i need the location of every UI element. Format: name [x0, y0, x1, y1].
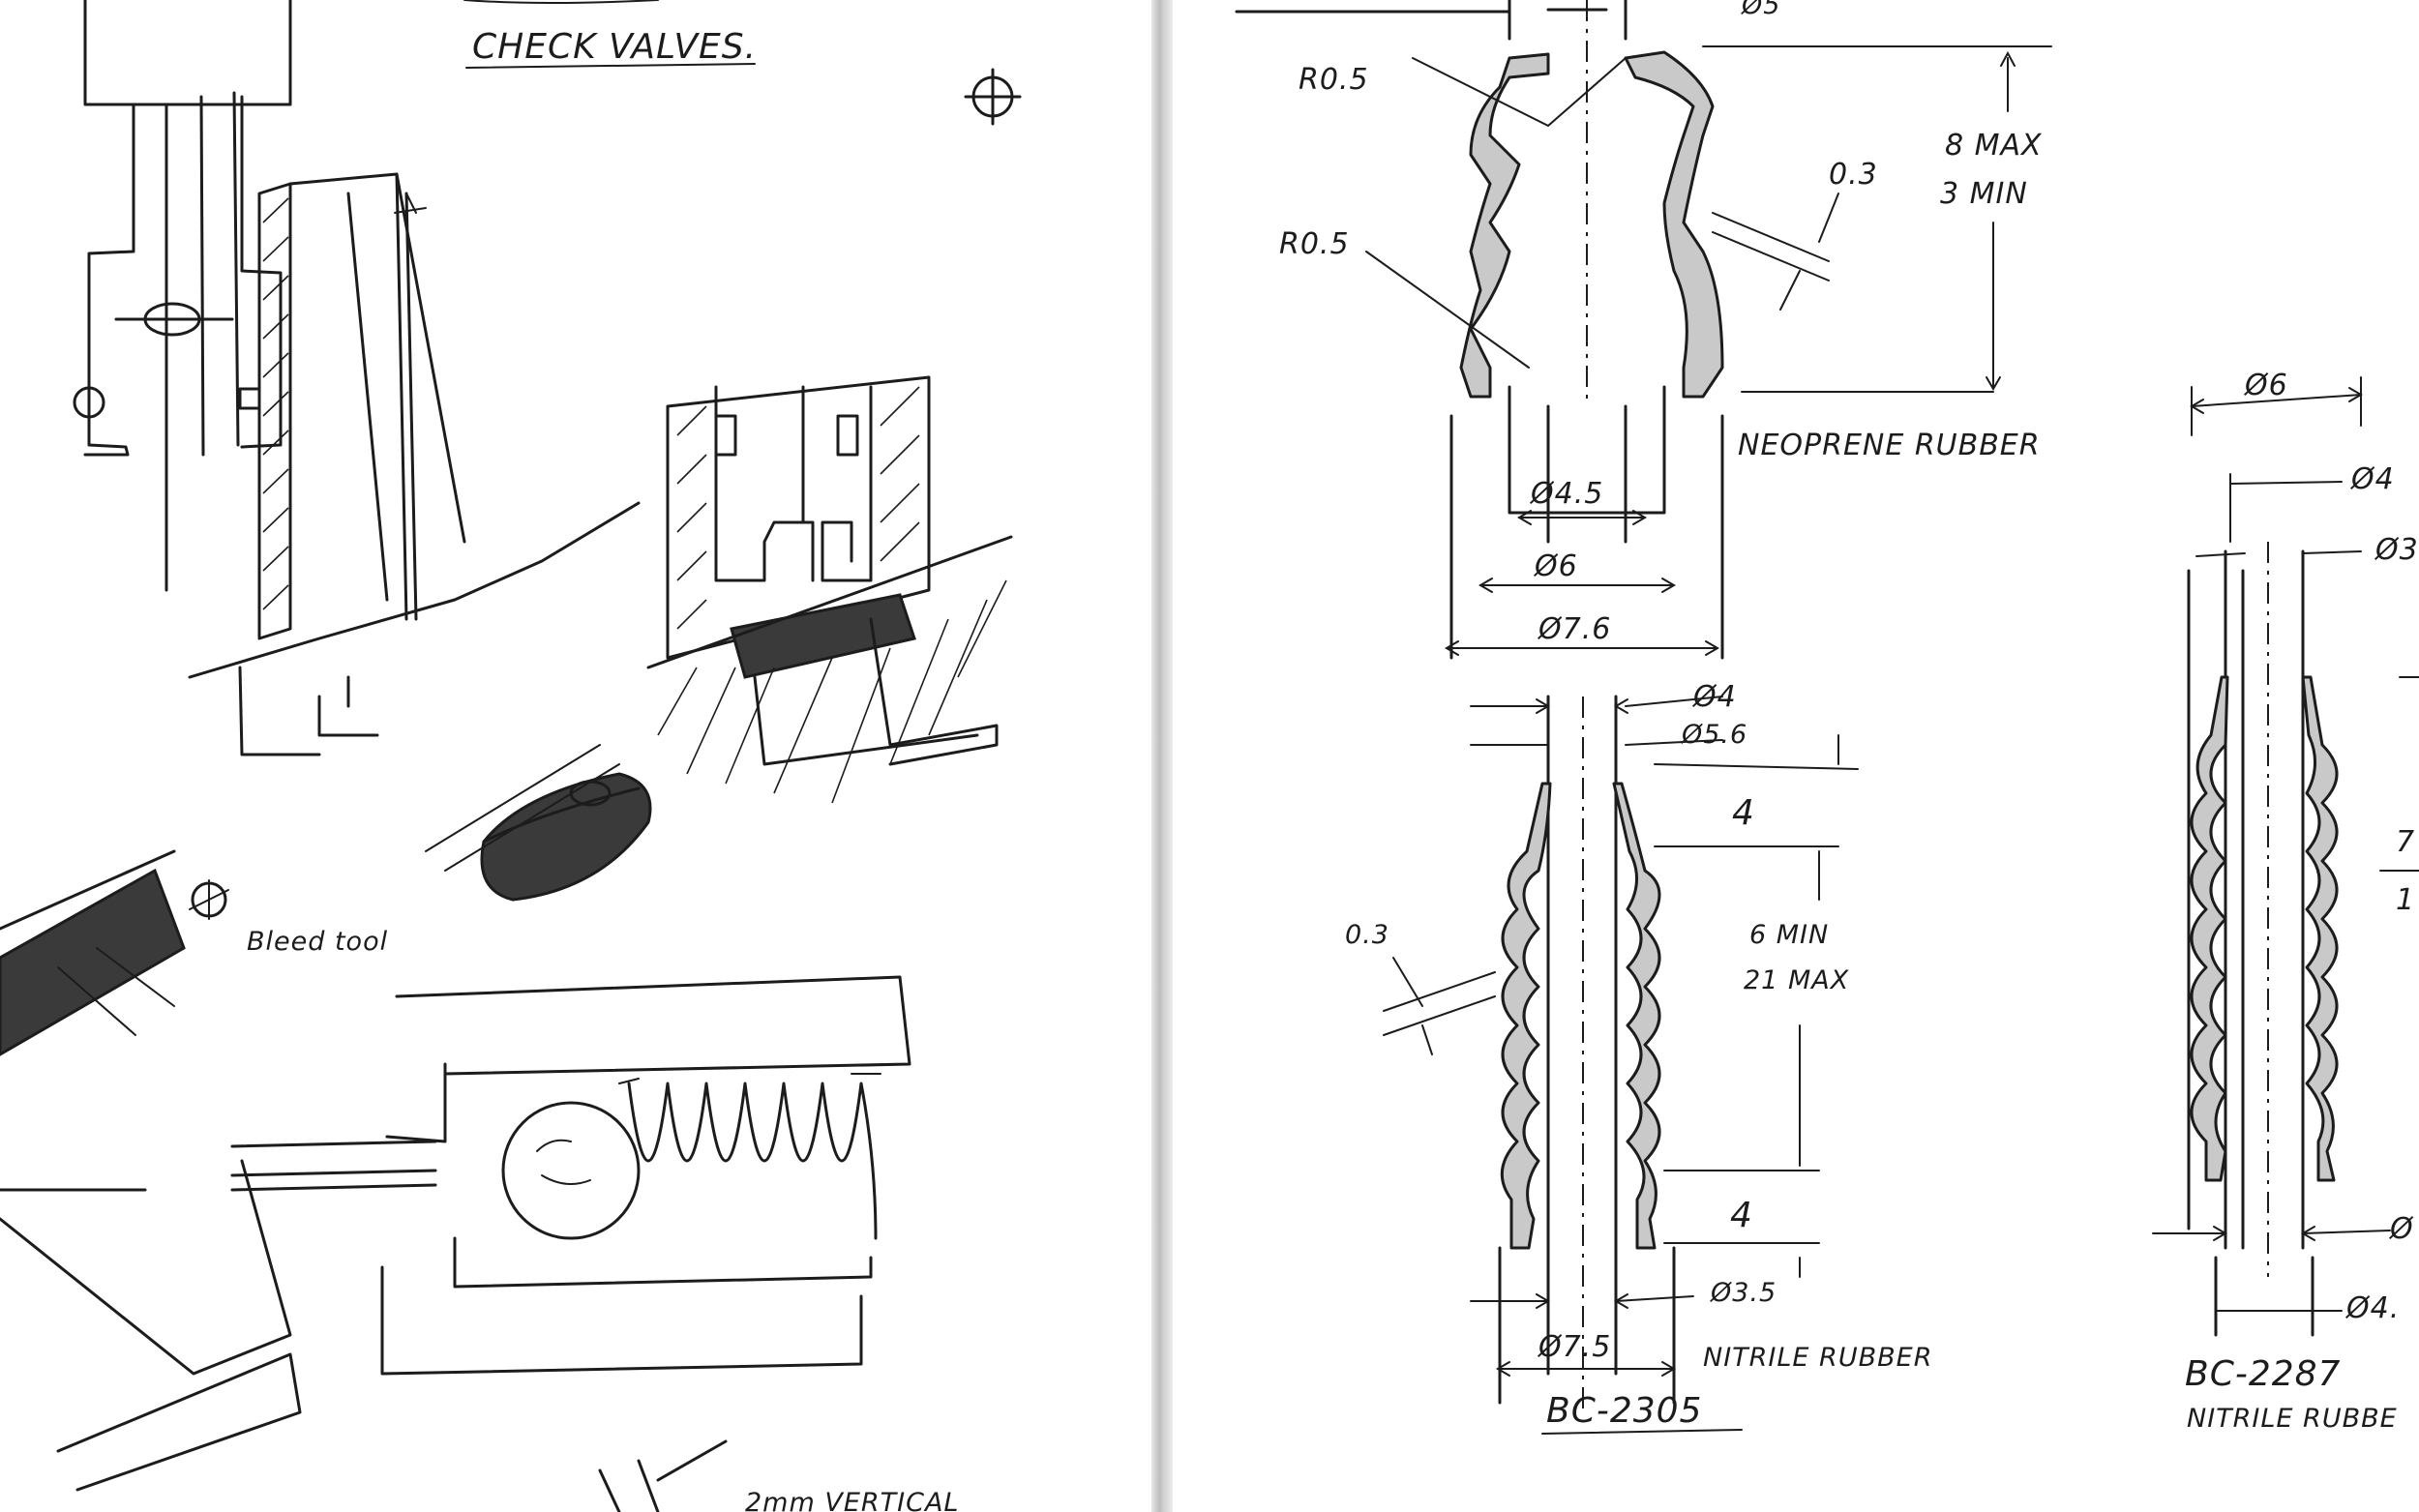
label-bc2305-wall: 0.3 — [1345, 920, 1389, 950]
label-height-min: 3 MIN — [1940, 177, 2028, 211]
valve-body-sketch — [73, 0, 292, 592]
heading-underline — [465, 63, 756, 69]
label-bc2305-material: NITRILE RUBBER — [1703, 1343, 1932, 1373]
label-dia-mid: Ø6 — [1533, 549, 1578, 583]
label-dia-inner: Ø4.5 — [1529, 477, 1603, 511]
label-bc2287-dia-d: Ø4. — [2344, 1291, 2400, 1325]
valve-puck-sketch — [425, 744, 652, 902]
tapered-boss-sketch — [188, 172, 641, 756]
label-bc2287-dia-outer: Ø6 — [2243, 369, 2288, 402]
label-bc2287-dia-c: Ø — [2388, 1212, 2414, 1246]
label-bc2287-dia-b: Ø3 — [2374, 533, 2419, 567]
label-bc2305-part-no: BC-2305 — [1546, 1391, 1702, 1431]
right-page-drawings: Ø5 R0.5 R0.5 0.3 8 MAX 3 — [1235, 0, 2419, 1435]
label-bc2287-material: NITRILE RUBBE — [2187, 1404, 2398, 1434]
valve-housing-section — [646, 375, 1013, 804]
label-radius-1: R0.5 — [1299, 63, 1369, 97]
label-bc2305-bottom-len: 4 — [1730, 1196, 1753, 1235]
bleed-tool-sketch: Bleed tool — [0, 849, 388, 1056]
bc2305-bellows-part: Ø4 Ø5.6 4 6 MIN 21 MAX 4 0.3 Ø3.5 — [1345, 680, 1932, 1435]
part-no-underline — [1541, 1429, 1743, 1435]
label-bc2287-part-no: BC-2287 — [2185, 1354, 2341, 1394]
label-bc2305-len-min: 6 MIN — [1749, 920, 1829, 950]
label-bc2305-len-max: 21 MAX — [1744, 965, 1849, 995]
heading-check-valves: CHECK VALVES. — [472, 27, 757, 67]
label-height-max: 8 MAX — [1945, 129, 2043, 163]
note-2mm-vertical: 2mm VERTICAL — [745, 1488, 959, 1512]
dim-dia-top: Ø5 — [1741, 0, 1780, 20]
label-bc2305-dia-c: Ø3.5 — [1710, 1278, 1777, 1308]
label-radius-2: R0.5 — [1279, 227, 1350, 261]
left-sketch-page — [0, 0, 1151, 1512]
heading-scribble — [463, 0, 659, 4]
label-bc2305-dia-a: Ø4 — [1691, 680, 1737, 714]
lower-left-fragments: 2mm VERTICAL — [0, 1159, 959, 1512]
label-bc2287-dia-a: Ø4 — [2349, 462, 2395, 496]
ball-spring-check-valve — [230, 975, 911, 1376]
label-bc2305-dia-b: Ø5.6 — [1681, 720, 1747, 750]
label-bc2287-len-a: 7 — [2396, 825, 2415, 859]
annotation-bleed-tool: Bleed tool — [247, 927, 388, 957]
label-bc2305-top-len: 4 — [1732, 793, 1755, 833]
label-wall-top: 0.3 — [1829, 158, 1878, 192]
crosshair-icon — [964, 68, 1022, 126]
book-gutter — [1151, 0, 1173, 1512]
left-page-sketches: CHECK VALVES. — [0, 0, 1022, 1512]
label-bc2305-dia-outer: Ø7.5 — [1537, 1330, 1611, 1364]
bc2287-bellows-part: Ø6 Ø4 Ø3 7 1 Ø Ø4. BC-2287 NITRILE RU — [2152, 369, 2419, 1434]
label-material-top: NEOPRENE RUBBER — [1738, 429, 2041, 462]
label-bc2287-len-b: 1 — [2396, 883, 2415, 917]
neoprene-bellows-part: Ø5 R0.5 R0.5 0.3 8 MAX 3 — [1235, 0, 2052, 660]
label-dia-outer: Ø7.6 — [1537, 612, 1611, 646]
